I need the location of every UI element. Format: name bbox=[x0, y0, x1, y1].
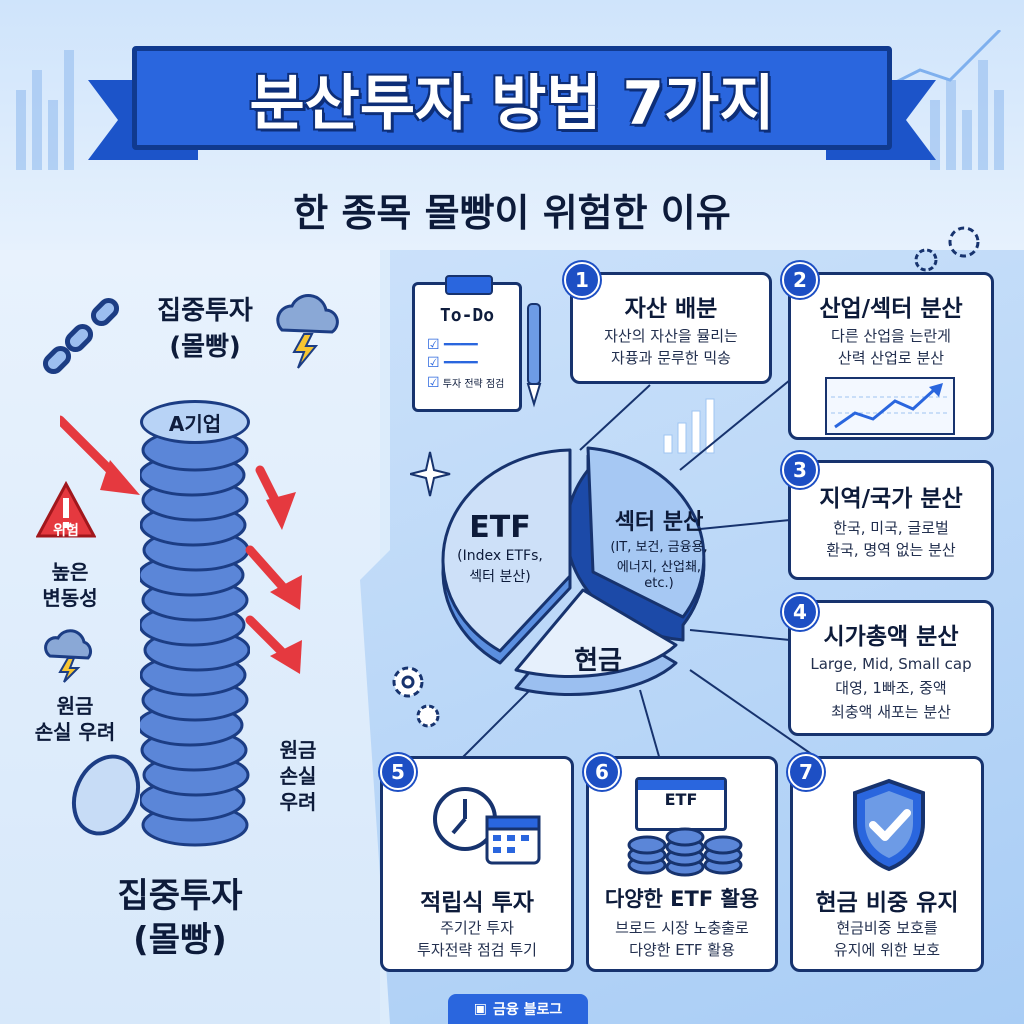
pie-chart bbox=[441, 446, 706, 696]
card-desc: 대영, 1빠조, 중액 bbox=[835, 679, 947, 697]
card-desc: 최충액 새포는 분산 bbox=[831, 703, 951, 721]
pie-etf-title: ETF bbox=[469, 510, 531, 545]
card-desc: 투자전략 점검 투기 bbox=[417, 941, 537, 959]
pie-sector-title: 섹터 분산 bbox=[614, 510, 704, 535]
card-desc: 브로드 시장 노충출로 bbox=[615, 919, 749, 937]
pie-etf-sub-1: (Index ETFs, bbox=[457, 548, 543, 564]
clock-calendar-icon bbox=[433, 787, 541, 865]
falling-coin-icon bbox=[71, 754, 141, 836]
footer-label: 금융 블로그 bbox=[492, 1002, 563, 1018]
card-number-badge: 1 bbox=[564, 262, 600, 298]
pie-sector-sub-2: 에너지, 산업쵀, bbox=[616, 560, 702, 575]
card-desc: 자퓽과 문루한 믹송 bbox=[611, 349, 731, 367]
database-stack-icon bbox=[627, 827, 743, 877]
storm-cloud-icon bbox=[276, 294, 339, 369]
gear-icon bbox=[914, 226, 980, 272]
card-number-badge: 6 bbox=[584, 754, 620, 790]
card-title: 시가총액 분산 bbox=[823, 624, 959, 650]
concentrated-label-top: 집중투자 bbox=[157, 296, 253, 326]
strategy-card-4[interactable]: 시가총액 분산 Large, Mid, Small cap 대영, 1빠조, 중… bbox=[788, 600, 994, 736]
coin-top: A기업 bbox=[140, 400, 250, 444]
strategy-card-3[interactable]: 지역/국가 분산 한국, 미국, 글로벌 환국, 명역 없는 분산 bbox=[788, 460, 994, 580]
broken-chain-icon bbox=[42, 297, 120, 375]
pie-etf-sub-2: 섹터 분산) bbox=[469, 569, 531, 585]
falling-arrows bbox=[60, 415, 302, 674]
warning-triangle bbox=[36, 480, 96, 538]
clipboard-clip bbox=[445, 275, 493, 295]
pie-sector-sub-1: (IT, 보건, 금융용, bbox=[610, 540, 708, 555]
page-subtitle: 한 종목 몰빵이 위험한 이유 bbox=[293, 191, 731, 235]
card-desc: Large, Mid, Small cap bbox=[810, 655, 972, 673]
volatility-label-1: 높은 bbox=[51, 560, 89, 584]
storm-cloud-small-icon bbox=[44, 629, 93, 683]
concentrated-label-bottom-sub: (몰빵) bbox=[133, 920, 227, 960]
coin-stack-body bbox=[140, 428, 250, 847]
checkbox-icon: ☑ ━━━━ bbox=[427, 337, 478, 353]
strategy-card-1[interactable]: 자산 배분 자산의 자산을 뮬리는 자퓽과 문루한 믹송 bbox=[570, 272, 772, 384]
connector-lines bbox=[459, 379, 821, 761]
card-number-badge: 7 bbox=[788, 754, 824, 790]
loss-right-label-3: 우려 bbox=[279, 790, 317, 814]
card-desc: 산력 산업로 분산 bbox=[837, 349, 945, 367]
loss-left-label-1: 원금 bbox=[56, 694, 94, 718]
strategy-card-7[interactable]: 현금 비중 유지 현금비중 보호를 유지에 위한 보호 bbox=[790, 756, 984, 972]
footer-badge[interactable]: ▣ 금융 블로그 bbox=[448, 994, 588, 1024]
header-decor bbox=[16, 30, 1004, 170]
warning-badge: 위험 bbox=[53, 523, 79, 539]
card-desc: 주기간 투자 bbox=[440, 919, 514, 937]
concentrated-label-top-sub: (몰빵) bbox=[169, 332, 241, 362]
card-number-badge: 5 bbox=[380, 754, 416, 790]
card-title: 현금 비중 유지 bbox=[815, 890, 959, 916]
card-title: 다양한 ETF 활용 bbox=[604, 887, 760, 911]
card-title: 자산 배분 bbox=[624, 296, 718, 322]
card-number-badge: 4 bbox=[782, 594, 818, 630]
todo-item: ☑ 투자 전략 점검 bbox=[427, 375, 505, 391]
line-chart-icon bbox=[825, 377, 955, 435]
card-desc: 유지에 위한 보호 bbox=[833, 941, 941, 959]
card-desc: 다양한 ETF 활용 bbox=[629, 941, 735, 959]
loss-left-label-2: 손실 우려 bbox=[34, 720, 116, 744]
loss-right-label-1: 원금 bbox=[279, 738, 317, 762]
card-title: 적립식 투자 bbox=[420, 890, 534, 916]
page-title: 분산투자 방법 7가지 bbox=[249, 68, 775, 139]
bar-chart-decor bbox=[663, 398, 715, 454]
strategy-card-6[interactable]: ETF 다양한 ETF 활용 브로드 시장 노충출로 다양한 ETF 활용 bbox=[586, 756, 778, 972]
card-desc: 환국, 명역 없는 분산 bbox=[826, 541, 956, 559]
strategy-card-5[interactable]: 적립식 투자 주기간 투자 투자전략 점검 투기 bbox=[380, 756, 574, 972]
strategy-card-2[interactable]: 산업/섹터 분산 다른 산업을 는란게 산력 산업로 분산 bbox=[788, 272, 994, 440]
card-number-badge: 3 bbox=[782, 452, 818, 488]
loss-right-label-2: 손실 bbox=[279, 764, 317, 788]
title-ribbon: 분산투자 방법 7가지 bbox=[132, 46, 892, 150]
checkbox-icon: ☑ ━━━━ bbox=[427, 355, 478, 371]
sparkle-icon bbox=[410, 451, 451, 497]
card-desc: 자산의 자산을 뮬리는 bbox=[604, 327, 738, 345]
pie-sector-sub-3: etc.) bbox=[644, 576, 674, 591]
todo-clipboard: To-Do ☑ ━━━━ ☑ ━━━━ ☑ 투자 전략 점검 bbox=[412, 275, 522, 412]
pen-icon bbox=[526, 303, 542, 408]
todo-title: To-Do bbox=[439, 305, 495, 326]
card-title: 산업/섹터 분산 bbox=[819, 296, 963, 322]
card-desc: 한국, 미국, 글로벌 bbox=[833, 519, 949, 537]
card-desc: 현금비중 보호를 bbox=[836, 919, 938, 937]
volatility-label-2: 변동성 bbox=[42, 586, 98, 610]
shield-check-icon bbox=[853, 778, 925, 872]
pie-cash-title: 현금 bbox=[574, 646, 622, 676]
card-number-badge: 2 bbox=[782, 262, 818, 298]
card-desc: 다른 산업을 는란게 bbox=[831, 327, 951, 345]
coin-label: A기업 bbox=[168, 411, 222, 436]
gear-icon bbox=[392, 666, 440, 728]
coin-stack: A기업 bbox=[140, 400, 250, 850]
blog-icon: ▣ bbox=[473, 1001, 487, 1017]
concentrated-label-bottom: 집중투자 bbox=[117, 876, 243, 916]
etf-window-label: ETF bbox=[664, 790, 698, 809]
card-title: 지역/국가 분산 bbox=[819, 486, 963, 512]
